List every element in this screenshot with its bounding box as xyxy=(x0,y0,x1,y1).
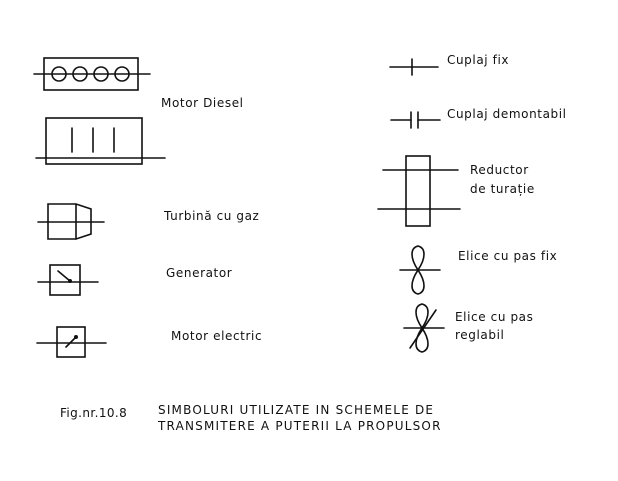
diesel-engine-4cyl-symbol xyxy=(33,57,151,91)
label-reductor-line1: Reductor xyxy=(470,163,529,177)
figure-title-line1: SIMBOLURI UTILIZATE IN SCHEMELE DE xyxy=(158,403,435,417)
label-motor-electric: Motor electric xyxy=(171,329,263,343)
gas-turbine-symbol xyxy=(37,203,105,240)
label-elice-reglabil-line1: Elice cu pas xyxy=(455,310,534,324)
figure-title-line2: TRANSMITERE A PUTERII LA PROPULSOR xyxy=(158,419,442,433)
label-reductor-line2: de turație xyxy=(470,182,535,196)
fixed-pitch-propeller-symbol xyxy=(399,245,441,295)
diesel-engine-inline-symbol xyxy=(35,117,166,165)
generator-symbol xyxy=(37,264,99,296)
gear-reducer-symbol xyxy=(377,155,461,227)
label-motor-diesel: Motor Diesel xyxy=(161,96,244,110)
electric-motor-symbol xyxy=(36,326,107,358)
label-generator: Generator xyxy=(166,266,233,280)
fixed-coupling-symbol xyxy=(389,58,439,76)
label-turbina-gaz: Turbină cu gaz xyxy=(164,209,260,223)
label-cuplaj-fix: Cuplaj fix xyxy=(447,53,510,67)
figure-number: Fig.nr.10.8 xyxy=(60,406,128,420)
label-elice-fix: Elice cu pas fix xyxy=(458,249,558,263)
label-elice-reglabil-line2: reglabil xyxy=(455,328,505,342)
removable-coupling-symbol xyxy=(390,111,441,129)
label-cuplaj-demontabil: Cuplaj demontabil xyxy=(447,107,567,121)
variable-pitch-propeller-symbol xyxy=(403,303,445,353)
